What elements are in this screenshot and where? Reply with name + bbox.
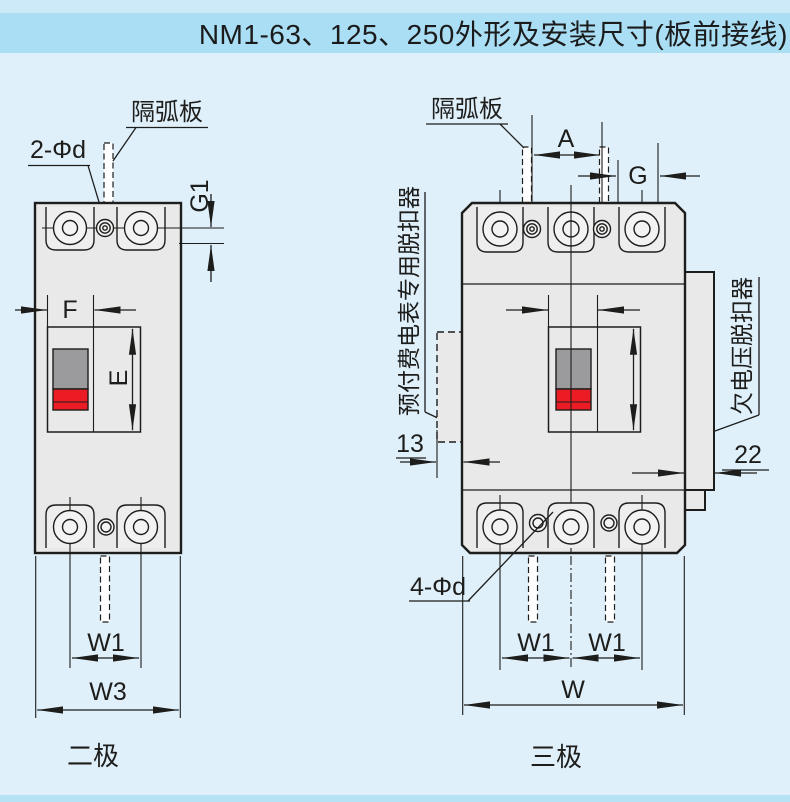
toggle-handle [52, 348, 89, 390]
arc-plate-strip-bottom [527, 555, 539, 623]
two-pole-diagram: 隔弧板 2-Φd G1 [15, 99, 224, 771]
label-dim-22: 22 [734, 441, 762, 469]
mount-hole-ring [532, 517, 544, 529]
toggle-handle-red [555, 388, 592, 411]
toggle-handle-red [52, 388, 89, 411]
leader-line [499, 123, 525, 149]
terminal-screw-inner [61, 219, 79, 237]
arc-plate-strip-top [103, 142, 114, 205]
label-a: A [558, 125, 575, 153]
mount-hole-center [599, 226, 605, 232]
three-pole-diagram: A G 隔弧板 预付费电表专用脱扣器 [396, 96, 769, 772]
mount-hole-ring [100, 521, 112, 533]
terminal-screw-inner [132, 219, 150, 237]
terminal-screw-inner [61, 518, 79, 536]
label-w: W [561, 676, 585, 704]
label-arc-plate-right: 隔弧板 [431, 96, 503, 123]
bottom-strip [0, 795, 790, 802]
terminal-screw-inner [633, 220, 651, 238]
label-e-left: E [105, 370, 133, 387]
title-band: NM1-63、125、250外形及安装尺寸(板前接线) [0, 13, 790, 53]
label-f-left: F [62, 296, 77, 324]
caption-two-pole: 二极 [67, 741, 119, 771]
label-g1: G1 [186, 179, 214, 212]
leader-line [714, 414, 760, 432]
mount-hole-ring [603, 517, 615, 529]
label-w1-left-diagram: W1 [87, 629, 125, 657]
label-mount-holes-left: 2-Φd [30, 136, 86, 164]
terminal-screw-inner [491, 518, 509, 536]
label-arc-plate-left: 隔弧板 [131, 99, 203, 126]
undervoltage-release-block [684, 271, 715, 491]
mount-hole-center [102, 225, 108, 231]
handle-opening [547, 326, 642, 433]
undervoltage-release-step [684, 489, 706, 511]
leader-line [112, 127, 137, 162]
terminal-screw-inner [633, 518, 651, 536]
arc-plate-strip-bottom [604, 555, 616, 623]
label-w3: W3 [89, 678, 127, 706]
top-strip [0, 0, 790, 13]
mount-hole-center [529, 226, 535, 232]
leader-line [467, 511, 554, 602]
label-dim-13: 13 [396, 430, 424, 458]
terminal-screw-inner [491, 220, 509, 238]
terminal-screw-inner [132, 518, 150, 536]
arc-plate-strip-top [521, 146, 533, 205]
caption-three-pole: 三极 [530, 742, 582, 772]
prepaid-release-outline [436, 331, 464, 443]
label-prepaid-meter-release: 预付费电表专用脱扣器 [396, 186, 422, 416]
label-g: G [628, 162, 647, 190]
toggle-handle [555, 348, 592, 390]
terminal-screw-inner [562, 518, 580, 536]
label-undervoltage-release: 欠电压脱扣器 [729, 277, 755, 415]
label-w1-left: W1 [517, 629, 555, 657]
label-w1-right: W1 [588, 629, 626, 657]
label-mount-holes-right: 4-Φd [410, 573, 466, 601]
page-title: NM1-63、125、250外形及安装尺寸(板前接线) [198, 19, 788, 50]
arc-plate-strip-bottom [99, 555, 111, 623]
